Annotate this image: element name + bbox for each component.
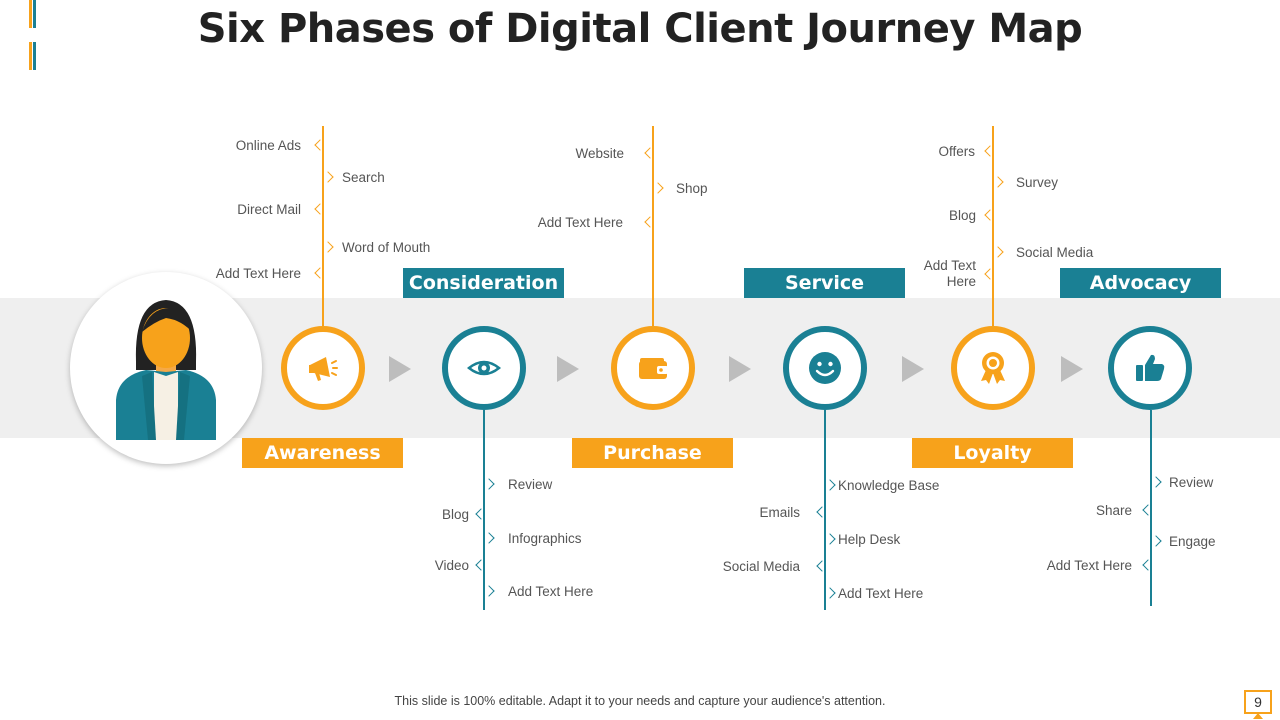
awareness-circle: [281, 326, 365, 410]
list-item: Shop: [676, 181, 708, 196]
corner-accent-orange: [29, 0, 32, 28]
list-item: Infographics: [508, 531, 582, 546]
list-item: Add Text Here: [1046, 558, 1132, 573]
corner-accent-orange-2: [29, 42, 32, 70]
loyalty-branch-line: [992, 126, 994, 326]
service-label: Service: [744, 268, 905, 298]
chevron-right-icon: [1150, 476, 1162, 488]
avatar: [70, 272, 262, 464]
awareness-branch-line: [322, 126, 324, 326]
list-item: Add Text Here: [215, 266, 301, 281]
list-item: Video: [434, 558, 469, 573]
chevron-right-icon: [652, 182, 664, 194]
list-item: Review: [1169, 475, 1214, 490]
purchase-label: Purchase: [572, 438, 733, 468]
advocacy-circle: [1108, 326, 1192, 410]
list-item: Search: [342, 170, 385, 185]
woman-avatar-icon: [116, 300, 216, 440]
flow-arrow-2: [557, 356, 579, 382]
page-number: 9: [1244, 690, 1272, 714]
list-item: Online Ads: [235, 138, 301, 153]
chevron-right-icon: [322, 171, 334, 183]
advocacy-label: Advocacy: [1060, 268, 1221, 298]
advocacy-branch-line: [1150, 410, 1152, 606]
list-item: Help Desk: [838, 532, 901, 547]
list-item: Share: [1095, 503, 1132, 518]
list-item: Review: [508, 477, 553, 492]
wallet-icon: [639, 358, 668, 379]
list-item: Offers: [938, 144, 975, 159]
list-item: Add Text Here: [508, 584, 594, 599]
loyalty-label: Loyalty: [912, 438, 1073, 468]
chevron-right-icon: [824, 533, 836, 545]
list-item: Emails: [759, 505, 800, 520]
list-item: Survey: [1016, 175, 1059, 190]
chevron-right-icon: [992, 246, 1004, 258]
purchase-circle: [611, 326, 695, 410]
chevron-right-icon: [992, 176, 1004, 188]
chevron-right-icon: [483, 532, 495, 544]
page-number-pointer: [1253, 713, 1263, 719]
purchase-branch-line: [652, 126, 654, 326]
list-item: Direct Mail: [237, 202, 301, 217]
chevron-right-icon: [824, 479, 836, 491]
eye-icon: [467, 360, 501, 376]
flow-arrow-3: [729, 356, 751, 382]
flow-arrow-4: [902, 356, 924, 382]
footer-note: This slide is 100% editable. Adapt it to…: [394, 694, 886, 708]
flow-arrow-1: [389, 356, 411, 382]
list-item: Add Text Here: [923, 258, 976, 289]
chevron-right-icon: [483, 478, 495, 490]
megaphone-icon: [309, 357, 338, 381]
consideration-circle: [442, 326, 526, 410]
flow-arrow-5: [1061, 356, 1083, 382]
consideration-label: Consideration: [403, 268, 564, 298]
award-ribbon-icon: [981, 352, 1005, 384]
service-branch-line: [824, 410, 826, 610]
chevron-right-icon: [322, 241, 334, 253]
consideration-branch-line: [483, 410, 485, 610]
chevron-right-icon: [1150, 535, 1162, 547]
service-circle: [783, 326, 867, 410]
list-item: Website: [575, 146, 624, 161]
corner-accent-teal: [33, 0, 36, 28]
page-title: Six Phases of Digital Client Journey Map: [197, 6, 1083, 52]
list-item: Engage: [1169, 534, 1216, 549]
corner-accent-teal-2: [33, 42, 36, 70]
list-item: Blog: [441, 507, 469, 522]
smiley-icon: [809, 352, 841, 384]
chevron-right-icon: [483, 585, 495, 597]
list-item: Social Media: [722, 559, 800, 574]
list-item: Word of Mouth: [342, 240, 431, 255]
awareness-label: Awareness: [242, 438, 403, 468]
chevron-right-icon: [824, 587, 836, 599]
list-item: Add Text Here: [838, 586, 924, 601]
list-item: Social Media: [1016, 245, 1094, 260]
thumbs-up-icon: [1136, 354, 1165, 381]
list-item: Blog: [948, 208, 976, 223]
list-item: Knowledge Base: [838, 478, 940, 493]
list-item: Add Text Here: [537, 215, 623, 230]
loyalty-circle: [951, 326, 1035, 410]
